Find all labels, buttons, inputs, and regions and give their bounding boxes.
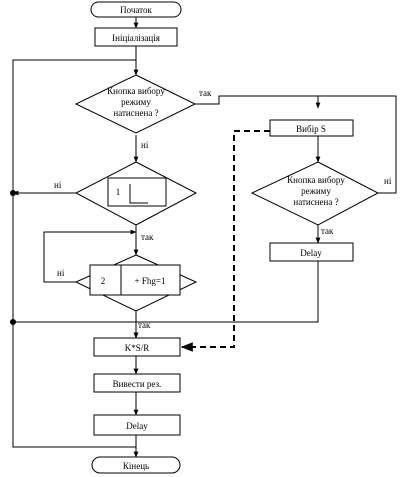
connectors: [10, 17, 397, 458]
decision-2-flag: 2 + Fhg=1: [74, 254, 198, 312]
label-no-flag: ні: [57, 268, 65, 278]
label-no-mode: ні: [141, 140, 149, 150]
decision-timer-1: 1: [74, 161, 198, 226]
label-yes-mode: так: [199, 88, 212, 98]
label-no-mode2: ні: [384, 176, 392, 186]
edge-labels: так ні ні так ні так ні так: [54, 88, 392, 330]
node-start: Початок: [90, 1, 182, 18]
decision-mode2-line3: натиснена ?: [293, 197, 338, 207]
decision-mode-line1: Кнопка вибору: [107, 86, 165, 96]
node-compute-label: K*S/R: [125, 343, 150, 353]
node-output: Вивести рез.: [93, 373, 181, 393]
node-init: Ініціалізація: [94, 27, 178, 47]
decision-mode2-line2: режиму: [301, 186, 331, 196]
node-delay-right-label: Delay: [300, 248, 322, 258]
decision-mode-line3: натиснена ?: [113, 108, 158, 118]
label-yes-mode2: так: [321, 226, 334, 236]
decision-2-flag-label: + Fhg=1: [135, 276, 166, 286]
label-yes-timer: так: [141, 232, 154, 242]
node-start-label: Початок: [120, 5, 152, 15]
node-end: Кінець: [91, 456, 181, 474]
node-init-label: Ініціалізація: [112, 33, 160, 43]
node-select-s-label: Вибір S: [296, 124, 326, 134]
node-output-label: Вивести рез.: [113, 379, 162, 389]
decision-mode-line2: режиму: [121, 97, 151, 107]
decision-mode-button-2: Кнопка вибору режиму натиснена ?: [250, 161, 380, 226]
decision-mode-button: Кнопка вибору режиму натиснена ?: [74, 74, 197, 134]
node-delay-bottom-label: Delay: [126, 421, 148, 431]
node-select-s: Вибір S: [269, 119, 354, 137]
decision-mode2-line1: Кнопка вибору: [287, 175, 345, 185]
node-end-label: Кінець: [123, 461, 149, 471]
label-no-timer: ні: [54, 180, 62, 190]
node-delay-right: Delay: [269, 242, 354, 262]
node-delay-bottom: Delay: [93, 414, 181, 436]
label-yes-flag: так: [138, 320, 151, 330]
timer-1-label: 1: [116, 187, 121, 197]
node-compute: K*S/R: [93, 337, 181, 357]
decision-2-number: 2: [101, 276, 106, 286]
